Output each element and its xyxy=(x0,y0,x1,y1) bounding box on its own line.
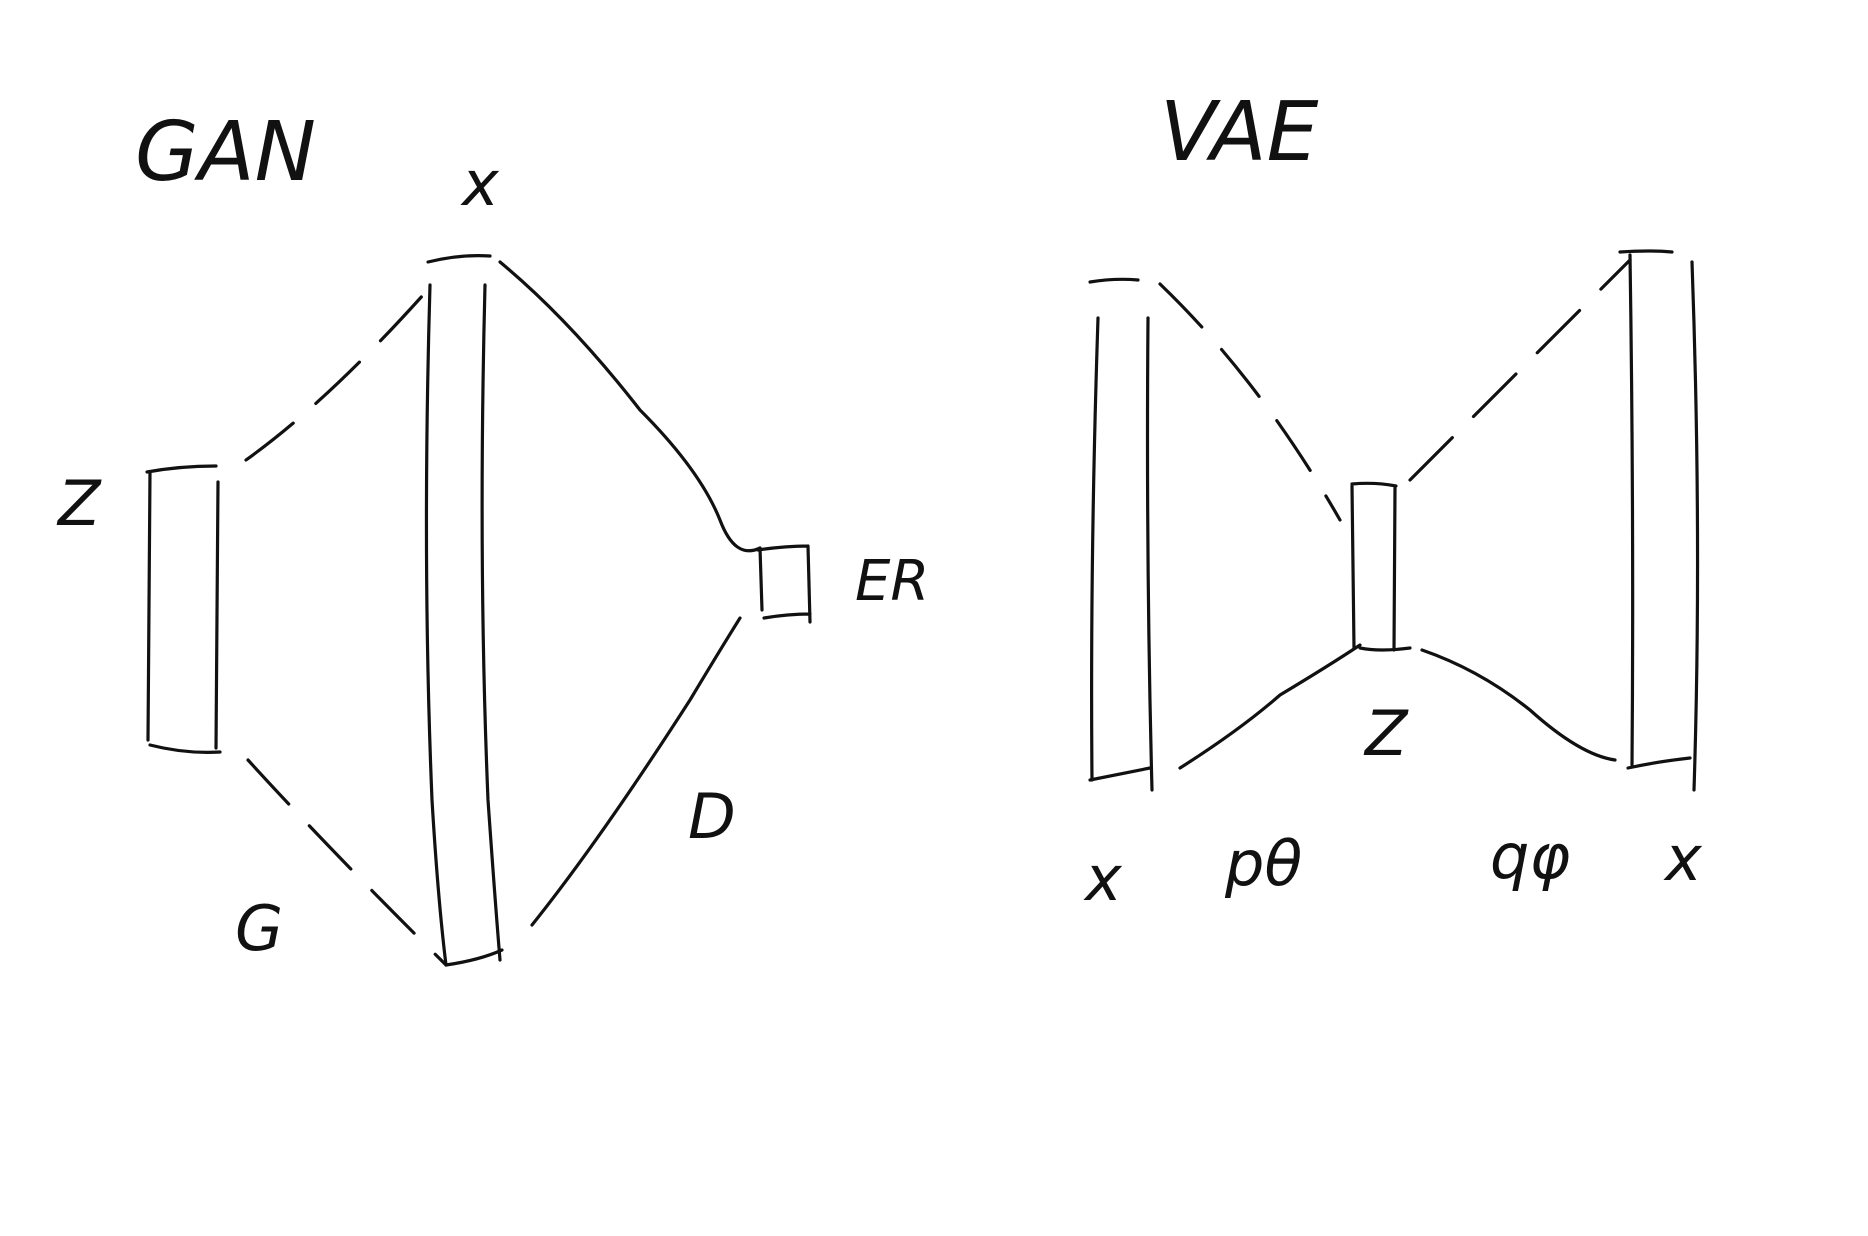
vae-decoder-label: pθ xyxy=(1224,827,1302,900)
gan-title: GAN xyxy=(135,105,316,200)
vae-z-label: Z xyxy=(1363,697,1409,770)
gan-g-label: G xyxy=(235,892,283,965)
gan-x-label: x xyxy=(460,147,500,220)
vae-diagram: VAE x pθ Z qφ x xyxy=(1083,85,1703,915)
vae-output-layer xyxy=(1618,249,1700,792)
gan-generator-edge-top xyxy=(244,283,434,462)
vae-decoder-edge-bottom xyxy=(1420,648,1617,762)
vae-latent-layer xyxy=(1350,481,1412,652)
vae-decoder-edge-top xyxy=(1408,258,1632,482)
vae-encoder-label: qφ xyxy=(1490,820,1570,893)
vae-encoder-edge-bottom xyxy=(1178,643,1362,770)
vae-input-layer xyxy=(1088,277,1154,792)
gan-d-label: D xyxy=(688,780,736,853)
gan-discriminator-edge-bottom xyxy=(530,616,742,927)
gan-x-layer xyxy=(424,254,504,967)
vae-encoder-edge-top xyxy=(1158,282,1342,522)
gan-generator-edge-bottom xyxy=(246,758,448,967)
gan-z-layer xyxy=(145,464,222,754)
gan-output-node xyxy=(756,544,812,624)
gan-output-label: ER xyxy=(855,549,929,614)
gan-z-label: Z xyxy=(56,467,102,540)
gan-discriminator-edge-top xyxy=(498,260,762,553)
vae-output-x-label: x xyxy=(1663,822,1703,895)
gan-diagram: GAN Z G x D ER xyxy=(56,105,929,967)
vae-input-x-label: x xyxy=(1083,842,1123,915)
vae-title: VAE xyxy=(1160,85,1319,180)
